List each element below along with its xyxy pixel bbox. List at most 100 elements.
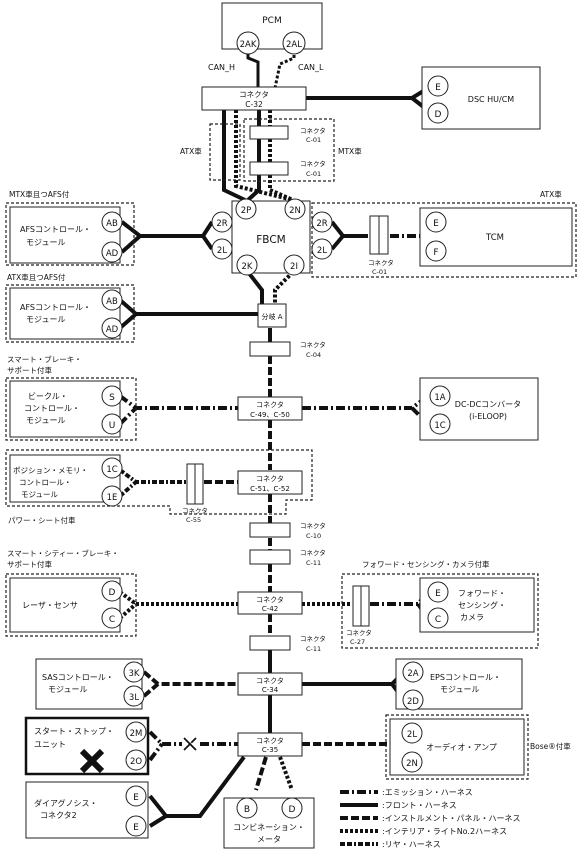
afs2-title-2: モジュール [26, 315, 65, 324]
c27-name: コネクタ [346, 628, 372, 637]
c42-code: C-42 [262, 605, 278, 613]
afs2-title-1: AFSコントロール・ [20, 303, 91, 312]
wire-dcdc-1 [302, 394, 430, 410]
c34-name: コネクタ [256, 676, 284, 685]
pcm-module: PCM 2AK 2AL [221, 2, 323, 55]
tcm-title: TCM [485, 233, 504, 243]
connector-c10: コネクタ C-10 [249, 521, 326, 540]
combi-pin-b [236, 797, 258, 819]
pcm-pin-2ak [236, 31, 260, 55]
c55-name: コネクタ [182, 506, 208, 515]
dcdc-pin-1c [429, 413, 451, 435]
fsc-title-3: カメラ [460, 613, 484, 622]
diag-pin-e2 [125, 815, 147, 837]
connector-c42: コネクタ C-42 [237, 591, 303, 615]
c10-code: C-10 [306, 532, 321, 540]
c32-name: コネクタ [239, 90, 269, 99]
sas-pin-3k-label: 3K [129, 669, 140, 679]
sas-pin-3k [123, 661, 145, 683]
wire-can-h [246, 50, 260, 88]
wire-pos-2 [118, 480, 138, 498]
sas-title-2: モジュール [48, 685, 87, 694]
splice-a: 分岐 A [257, 303, 287, 328]
wire-afs1-1 [120, 220, 214, 238]
afs2-pin-ab-label: AB [106, 297, 118, 307]
c4950-code: C-49、C-50 [250, 411, 290, 419]
fbcm-pin-2k-label: 2K [242, 262, 253, 272]
eps-pin-2a-label: 2A [407, 669, 418, 679]
pcm-pin-2al [282, 31, 306, 55]
tcm-conn-name: コネクタ [368, 258, 394, 267]
afs2-region [5, 284, 135, 343]
diag-connector-module: ダイアグノシス・ コネクタ2 E E [25, 781, 149, 839]
wire-diag-2 [148, 814, 168, 828]
c01b-name: コネクタ [300, 159, 326, 168]
c4950-name: コネクタ [256, 400, 284, 409]
pcm-title: PCM [262, 16, 281, 26]
legend-rear: :リヤ・ハーネス [382, 840, 441, 849]
fbcm-pin-2p [235, 198, 257, 220]
fbcm-pin-2n-label: 2N [289, 206, 301, 216]
dcdc-title-1: DC-DCコンバータ [455, 400, 521, 409]
vcm-pin-s-label: S [109, 393, 115, 403]
can-l-label: CAN_L [298, 63, 324, 72]
wire-atx-2 [234, 110, 294, 202]
combi-pin-d-label: D [289, 805, 296, 815]
diag-title-2: コネクタ2 [40, 811, 77, 820]
tcm-region [311, 202, 577, 278]
laser-group-label-1: スマート・シティー・ブレーキ・ [7, 548, 119, 558]
vcm-module: ビークル・ コントロール・ モジュール S U [9, 380, 123, 438]
wire-fbcm-down-2 [273, 270, 295, 304]
tcm-pin-e-label: E [433, 219, 439, 229]
connector-c01-tcm: コネクタ C-01 [368, 215, 394, 276]
fsc-title-2: センシング・ [458, 600, 506, 610]
c5152-name: コネクタ [256, 474, 284, 483]
wire-laser-2 [118, 602, 138, 620]
wire-mtx-5 [246, 175, 261, 202]
dcdc-module: DC-DCコンバータ (i-ELOOP) 1A 1C [419, 377, 539, 441]
afs1-pin-ad [101, 241, 123, 263]
pcm-pin-2ak-label: 2AK [240, 40, 257, 50]
wire-ss-1 [148, 730, 182, 746]
pos-pin-1e-label: 1E [107, 493, 118, 503]
amp-region [385, 714, 529, 780]
connector-c11-upper: コネクタ C-11 [249, 548, 326, 567]
pos-pin-1c [101, 457, 123, 479]
pos-pin-1e [101, 485, 123, 507]
afs2-pin-ad-label: AD [106, 325, 119, 335]
connector-c27: コネクタ C-27 [346, 585, 372, 646]
c34-code: C-34 [262, 686, 279, 694]
fbcm-pin-2r-right-label: 2R [316, 219, 327, 229]
sas-pin-3l-label: 3L [129, 693, 139, 703]
c01a-code: C-01 [306, 136, 321, 144]
amp-pin-2n-label: 2N [406, 759, 418, 769]
legend-emission: :エミッション・ハーネス [382, 788, 473, 797]
vcm-title-1: ビークル・ [28, 392, 68, 401]
fbcm-title: FBCM [256, 234, 285, 246]
vcm-title-3: モジュール [26, 416, 65, 425]
eps-title-2: モジュール [440, 685, 479, 694]
combi-title-2: メータ [257, 835, 281, 844]
dsc-pin-d-label: D [435, 110, 442, 120]
laser-pin-d [101, 580, 123, 602]
fsc-region [341, 573, 539, 649]
connector-c32: コネクタ C-32 [201, 86, 307, 111]
start-stop-module: スタート・ストップ・ ユニット 2M 2O [24, 716, 150, 776]
afs1-pin-ab [101, 211, 123, 233]
combi-pin-b-label: B [244, 805, 250, 815]
pos-pin-1c-label: 1C [106, 465, 117, 475]
afs1-pin-ab-label: AB [106, 219, 118, 229]
fbcm-pin-2r-left [211, 211, 233, 233]
ss-pin-2m [125, 721, 147, 743]
wire-tcm-2 [330, 234, 345, 251]
wire-ss-2 [148, 742, 164, 762]
open-circuit-cross-icon [183, 737, 199, 751]
amp-pin-2l [401, 722, 423, 744]
wire-sas-1 [142, 670, 238, 686]
combi-title-1: コンビネーション・ [233, 823, 305, 832]
vcm-group-label-1: スマート・ブレーキ・ [7, 354, 82, 364]
c35-name: コネクタ [256, 736, 284, 745]
laser-title: レーザ・センサ [22, 601, 78, 610]
fbcm-pin-2l-left [211, 238, 233, 260]
wire-afs2-1 [118, 298, 258, 316]
